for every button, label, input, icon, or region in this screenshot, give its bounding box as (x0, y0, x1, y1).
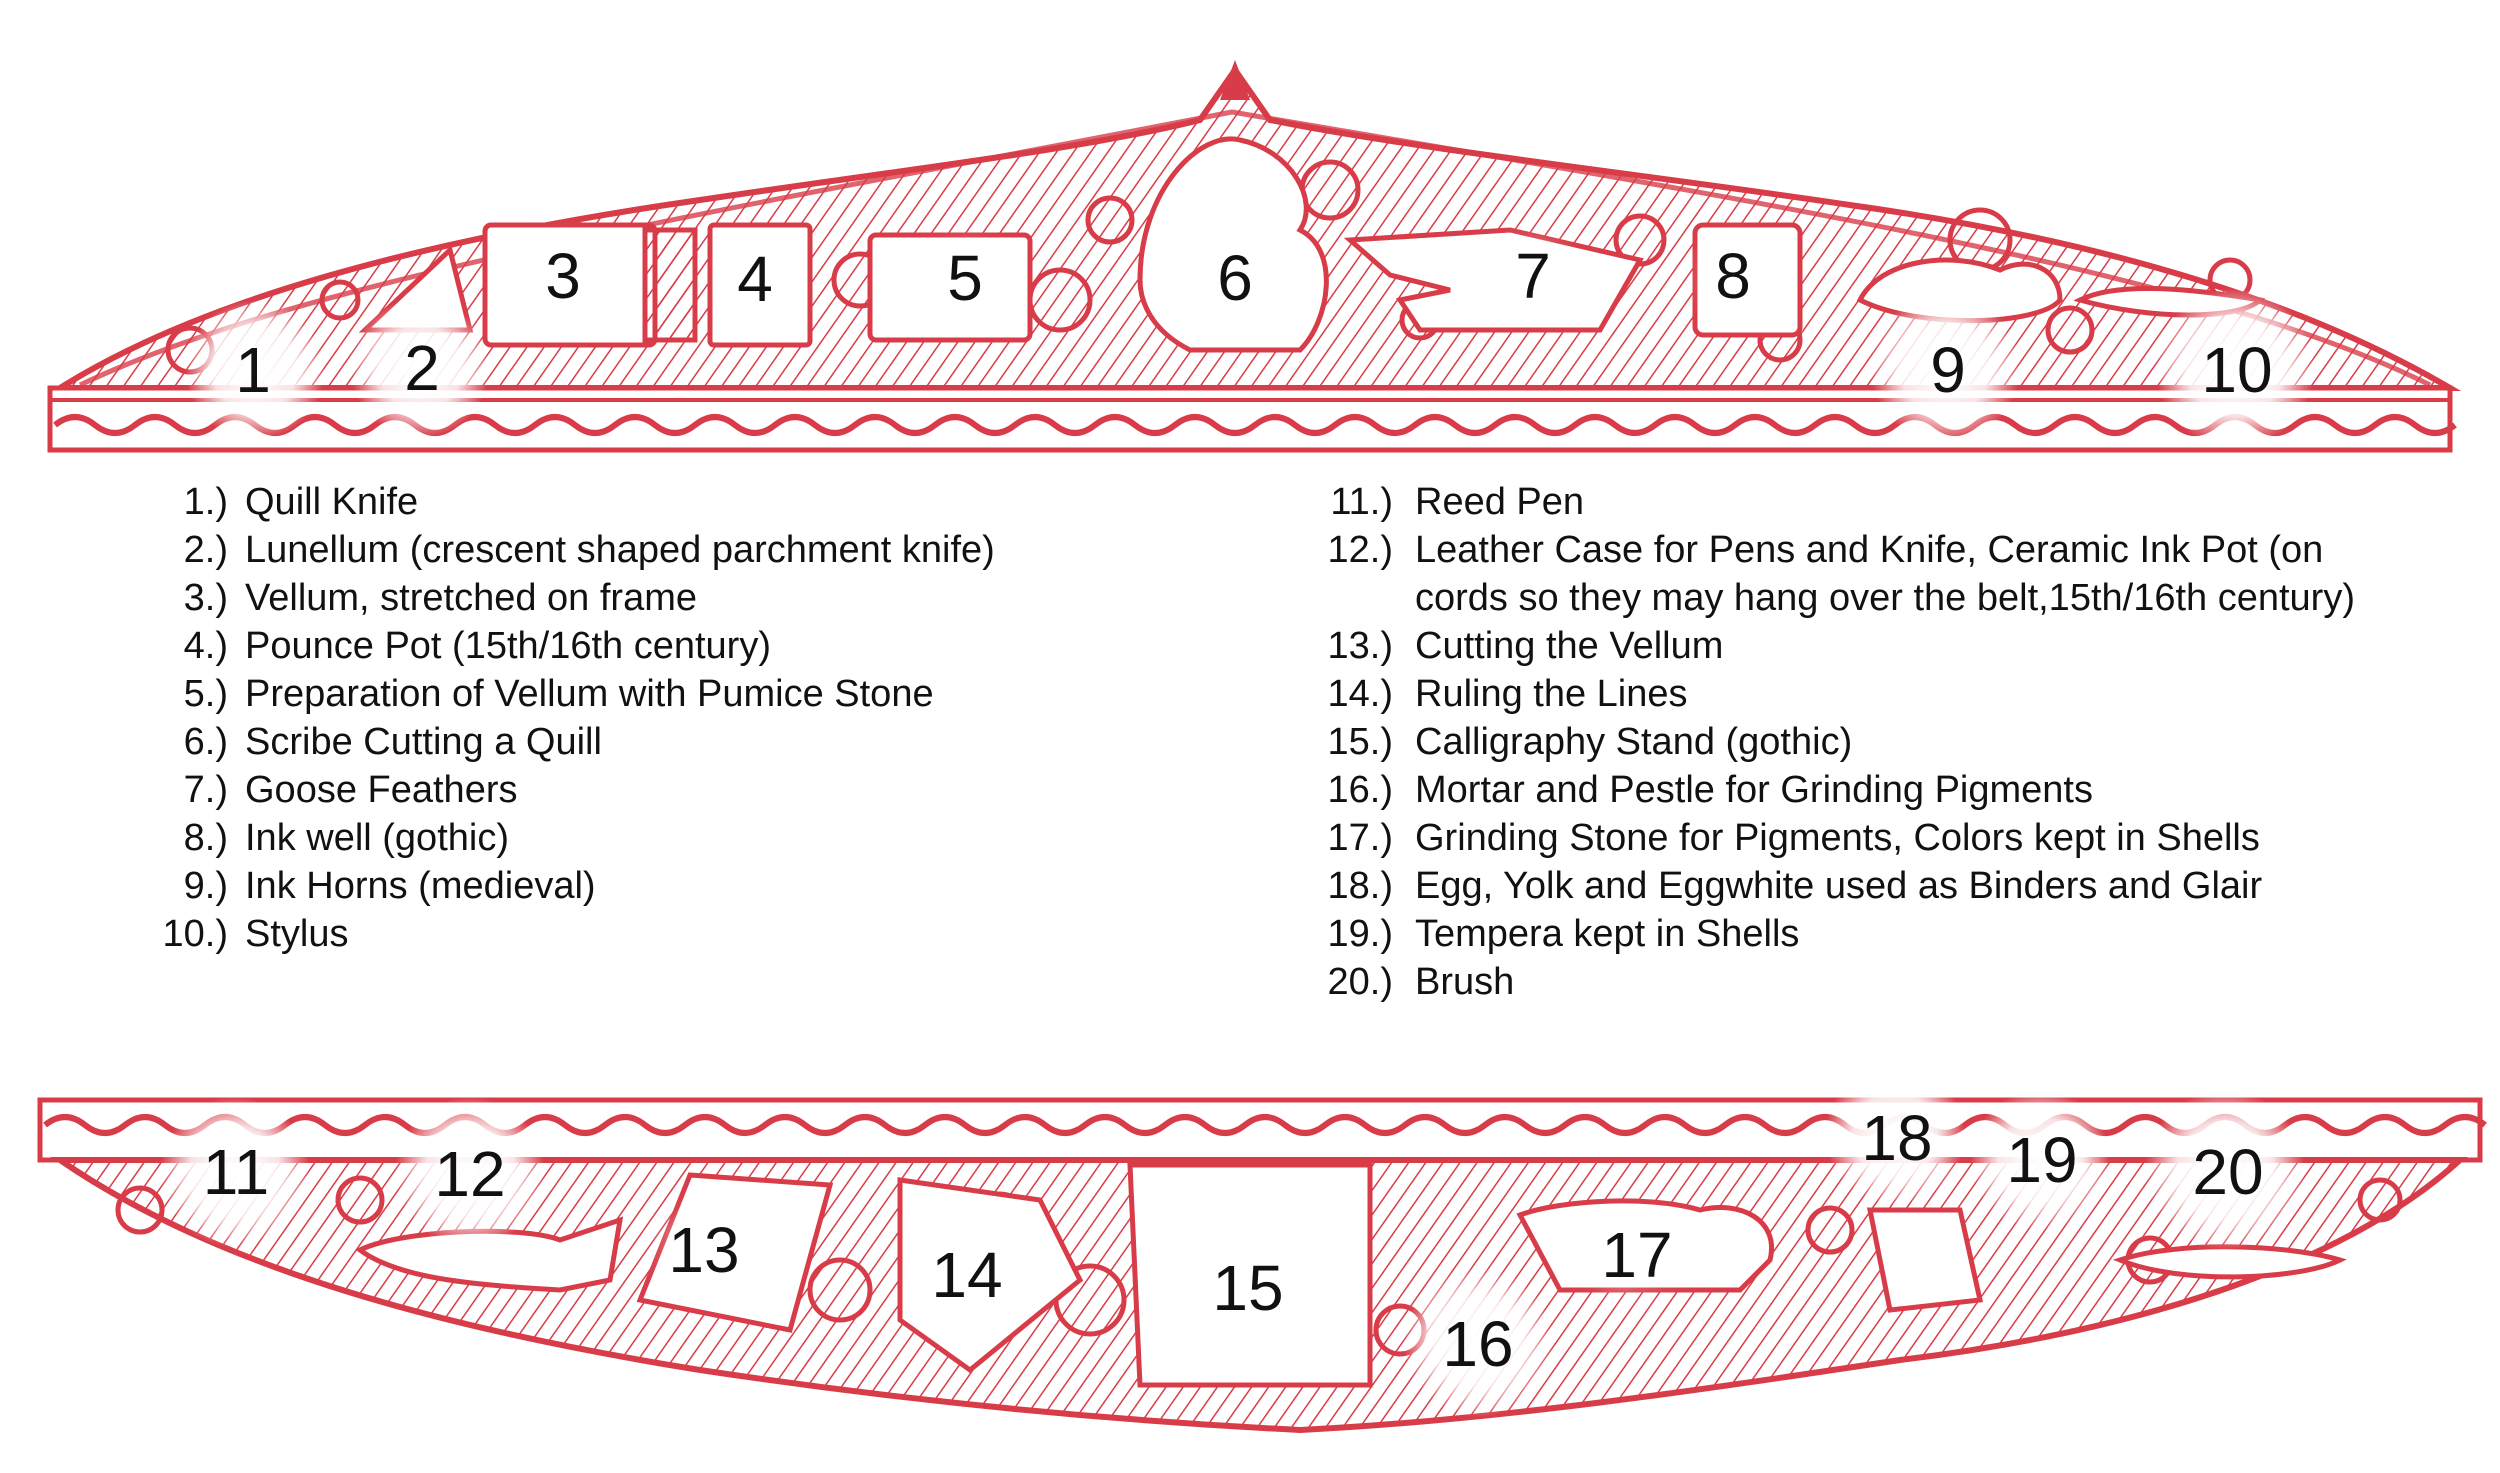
legend-text: Mortar and Pestle for Grinding Pigments (1415, 769, 2093, 811)
legend-text: Ink Horns (medieval) (245, 865, 596, 907)
legend-text: Stylus (245, 913, 349, 955)
legend-item: 18.) Egg, Yolk and Eggwhite used as Binde… (1325, 862, 2385, 910)
legend-text: Tempera kept in Shells (1415, 913, 1800, 955)
legend-number: 11.) (1330, 481, 1393, 523)
legend-item: 12.) Leather Case for Pens and Knife, Cer… (1325, 526, 2385, 622)
legend-number: 15.) (1327, 721, 1393, 763)
legend-number: 14.) (1327, 673, 1393, 715)
diagram-label-10: 10 (2201, 334, 2273, 406)
legend-number: 20.) (1327, 961, 1393, 1003)
bottom-cartouches (355, 1162, 2347, 1388)
diagram-label-20: 20 (2192, 1136, 2264, 1208)
diagram-label-5: 5 (947, 242, 983, 314)
diagram-label-11: 11 (202, 1136, 270, 1208)
diagram-label-14: 14 (931, 1239, 1003, 1311)
legend-number: 18.) (1327, 865, 1393, 907)
legend-number: 8.) (183, 817, 228, 859)
legend-number: 12.) (1327, 529, 1393, 571)
legend-text: Egg, Yolk and Eggwhite used as Binders a… (1415, 865, 2263, 907)
diagram-label-2: 2 (404, 332, 440, 404)
legend-number: 13.) (1327, 625, 1393, 667)
legend-number: 10.) (162, 913, 228, 955)
legend-item: 19.) Tempera kept in Shells (1325, 910, 2385, 958)
legend-text: Vellum, stretched on frame (245, 577, 697, 619)
legend-item: 8.) Ink well (gothic) (150, 814, 1150, 862)
diagram-label-12: 12 (434, 1138, 506, 1210)
number-glows (160, 288, 2315, 1417)
legend-text: Preparation of Vellum with Pumice Stone (245, 673, 934, 715)
diagram-label-18: 18 (1861, 1102, 1933, 1174)
legend-text: Leather Case for Pens and Knife, Ceramic… (1415, 529, 2355, 619)
legend-item: 11.) Reed Pen (1325, 478, 2385, 526)
legend-number: 3.) (183, 577, 228, 619)
legend-number: 17.) (1327, 817, 1393, 859)
legend-right: 11.) Reed Pen 12.) Leather Case for Pens a… (1325, 478, 2385, 1006)
legend-item: 16.) Mortar and Pestle for Grinding Pigme… (1325, 766, 2385, 814)
legend-text: Calligraphy Stand (gothic) (1415, 721, 1853, 763)
legend-number: 19.) (1327, 913, 1393, 955)
legend-number: 5.) (183, 673, 228, 715)
legend-item: 17.) Grinding Stone for Pigments, Colors … (1325, 814, 2385, 862)
legend-number: 7.) (183, 769, 228, 811)
legend-number: 9.) (183, 865, 228, 907)
diagram-label-1: 1 (235, 334, 271, 406)
legend-item: 6.) Scribe Cutting a Quill (150, 718, 1150, 766)
diagram-label-13: 13 (668, 1214, 740, 1286)
diagram-label-6: 6 (1217, 242, 1253, 314)
legend-text: Reed Pen (1415, 481, 1585, 523)
diagram-label-15: 15 (1212, 1252, 1284, 1324)
diagram-label-19: 19 (2006, 1124, 2078, 1196)
diagram-label-3: 3 (545, 240, 581, 312)
diagram-label-8: 8 (1715, 240, 1751, 312)
legend-item: 13.) Cutting the Vellum (1325, 622, 2385, 670)
legend-text: Grinding Stone for Pigments, Colors kept… (1415, 817, 2260, 859)
legend-text: Lunellum (crescent shaped parchment knif… (245, 529, 995, 571)
legend-number: 1.) (183, 481, 228, 523)
legend-item: 5.) Preparation of Vellum with Pumice Sto… (150, 670, 1150, 718)
legend-item: 10.) Stylus (150, 910, 1150, 958)
legend-left: 1.) Quill Knife 2.) Lunellum (crescent sha… (150, 478, 1150, 958)
legend-item: 3.) Vellum, stretched on frame (150, 574, 1150, 622)
legend-item: 9.) Ink Horns (medieval) (150, 862, 1150, 910)
legend-text: Brush (1415, 961, 1515, 1003)
diagram-label-9: 9 (1930, 334, 1966, 406)
legend-number: 6.) (183, 721, 228, 763)
legend-text: Ruling the Lines (1415, 673, 1688, 715)
top-cartouches (358, 136, 2266, 353)
legend-text: Scribe Cutting a Quill (245, 721, 602, 763)
legend-item: 20.) Brush (1325, 958, 2385, 1006)
diagram-label-4: 4 (737, 243, 773, 315)
legend-item: 7.) Goose Feathers (150, 766, 1150, 814)
top-crest (1220, 60, 1250, 100)
legend-item: 14.) Ruling the Lines (1325, 670, 2385, 718)
legend-text: Cutting the Vellum (1415, 625, 1724, 667)
legend-number: 16.) (1327, 769, 1393, 811)
diagram-label-17: 17 (1601, 1219, 1673, 1291)
legend-item: 1.) Quill Knife (150, 478, 1150, 526)
legend-text: Ink well (gothic) (245, 817, 509, 859)
legend-item: 2.) Lunellum (crescent shaped parchment k… (150, 526, 1150, 574)
diagram-label-16: 16 (1442, 1308, 1514, 1380)
diagram-label-7: 7 (1515, 240, 1551, 312)
legend-text: Quill Knife (245, 481, 419, 523)
legend-item: 4.) Pounce Pot (15th/16th century) (150, 622, 1150, 670)
legend-number: 4.) (183, 625, 228, 667)
legend-text: Pounce Pot (15th/16th century) (245, 625, 771, 667)
legend-text: Goose Feathers (245, 769, 518, 811)
legend-number: 2.) (183, 529, 228, 571)
legend-item: 15.) Calligraphy Stand (gothic) (1325, 718, 2385, 766)
